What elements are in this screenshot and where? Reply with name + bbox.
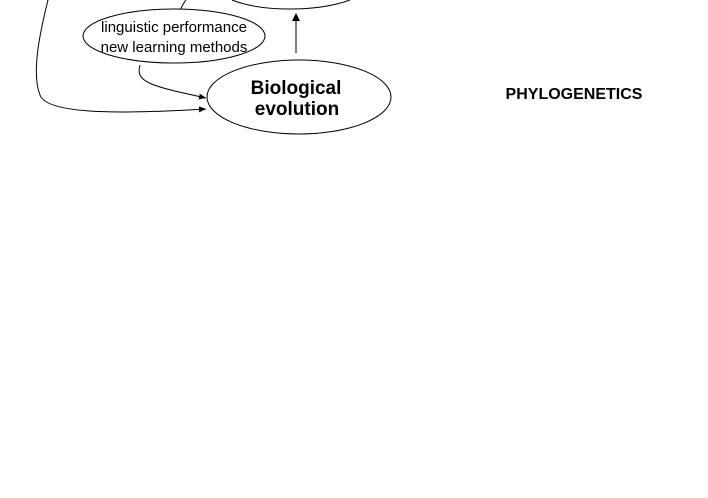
biological-node-line2: evolution xyxy=(255,99,339,120)
biological-node-line1: Biological xyxy=(251,78,342,99)
linguistic-node-line2: new learning methods xyxy=(101,39,248,56)
biological-evolution-node-ellipse xyxy=(206,59,392,135)
edge-linguistic-to-biological xyxy=(138,64,207,100)
edge-left-loop-to-biological xyxy=(35,0,207,113)
cropped-top-node-outline xyxy=(231,0,351,10)
phylogenetics-label: PHYLOGENETICS xyxy=(506,86,643,103)
linguistic-node-line1: linguistic performance xyxy=(101,19,247,36)
linguistic-node-ellipse xyxy=(82,8,266,64)
